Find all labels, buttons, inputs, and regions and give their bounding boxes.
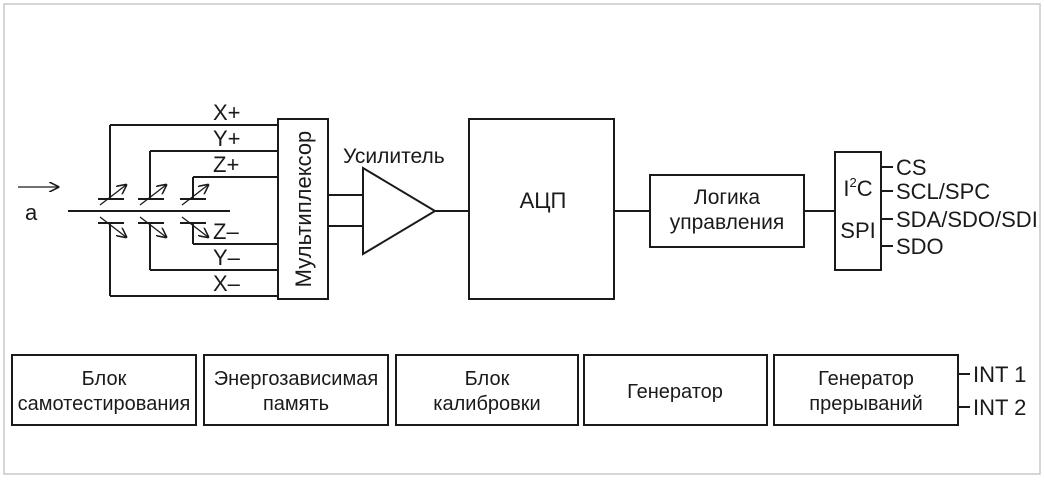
int2-label: INT 2 <box>973 395 1026 420</box>
interrupt-generator-block <box>773 354 959 426</box>
memory-label-line1: Энергозависимая <box>214 368 378 390</box>
interface-pins <box>881 166 893 247</box>
pin-sdo: SDO <box>896 234 944 259</box>
pin-cs: CS <box>896 155 927 180</box>
control-logic-label-line1: Логика <box>694 186 760 209</box>
int1-label: INT 1 <box>973 362 1026 387</box>
amplifier-triangle <box>362 166 437 256</box>
axis-label-x-plus: X+ <box>213 100 241 125</box>
multiplexer-block <box>277 118 329 300</box>
i2c-label: I2C <box>843 175 872 201</box>
axis-label-y-plus: Y+ <box>213 126 241 151</box>
amplifier-label: Усилитель <box>343 145 445 168</box>
calibration-label-line1: Блок <box>465 368 510 390</box>
interrupt-generator-label-line1: Генератор <box>818 368 914 390</box>
interface-block <box>834 151 882 271</box>
spi-label: SPI <box>840 218 875 243</box>
calibration-label-line2: калибровки <box>433 393 540 415</box>
pin-scl-spc: SCL/SPC <box>896 179 990 204</box>
self-test-label-line2: самотестирования <box>18 393 191 415</box>
axis-label-x-minus: X– <box>213 271 241 296</box>
pin-sda-sdo-sdi: SDA/SDO/SDI <box>896 207 1038 232</box>
sensor-element <box>68 125 230 296</box>
memory-label-line2: память <box>263 393 329 415</box>
generator-block <box>583 354 768 426</box>
control-logic-block <box>649 174 805 248</box>
axis-label-y-minus: Y– <box>213 245 241 270</box>
adc-block <box>468 118 615 300</box>
adc-label: АЦП <box>520 188 567 213</box>
input-label: a <box>25 200 38 225</box>
interrupt-generator-label-line2: прерываний <box>809 393 923 415</box>
axis-label-z-plus: Z+ <box>213 152 239 177</box>
axis-label-z-minus: Z– <box>213 219 239 244</box>
self-test-block <box>11 354 197 426</box>
control-logic-label-line2: управления <box>670 211 785 234</box>
capacitor-x <box>98 125 126 296</box>
memory-block <box>203 354 389 426</box>
capacitor-y <box>138 151 166 270</box>
capacitor-z <box>180 177 208 244</box>
axis-wires <box>110 124 278 297</box>
calibration-block <box>395 354 579 426</box>
self-test-label-line1: Блок <box>82 368 127 390</box>
generator-label: Генератор <box>627 381 723 403</box>
outer-frame <box>3 3 1041 475</box>
multiplexer-label: Мультиплексор <box>291 131 316 288</box>
